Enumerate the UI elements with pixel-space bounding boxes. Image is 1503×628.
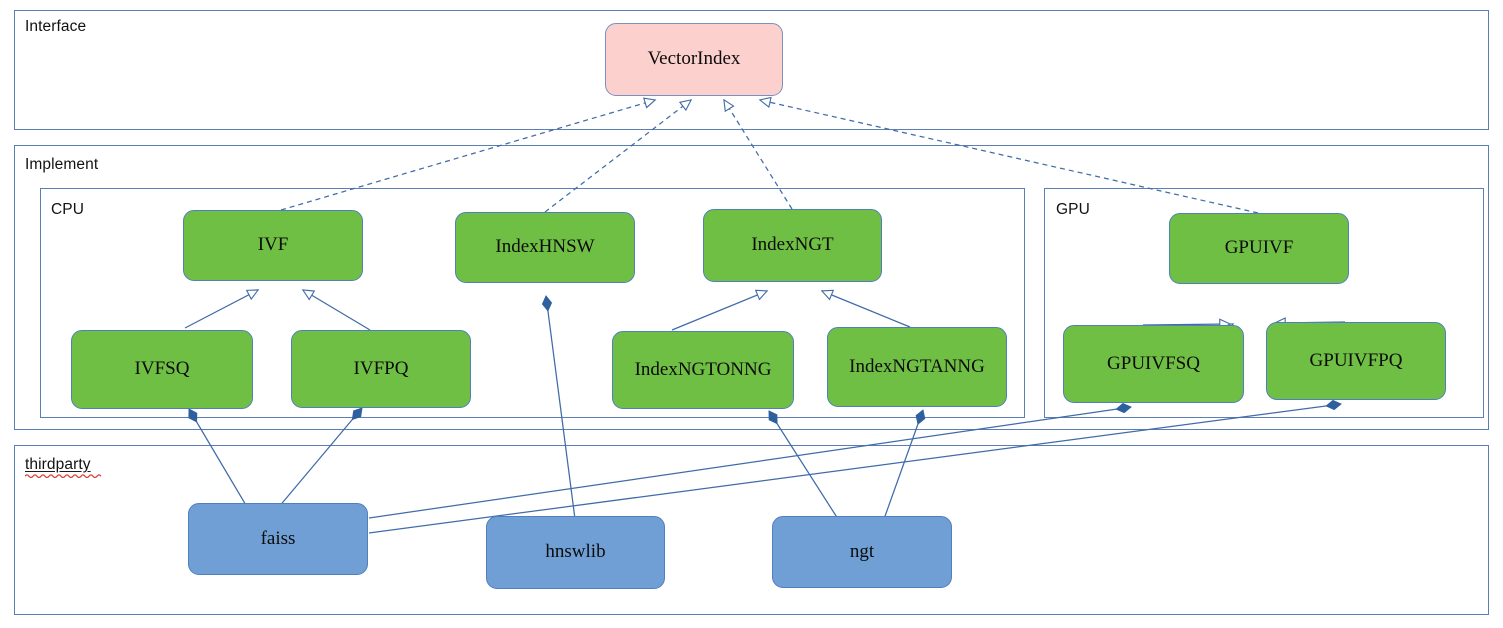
- group-label-thirdparty: thirdparty: [25, 456, 91, 473]
- node-faiss[interactable]: faiss: [188, 503, 368, 575]
- group-label-interface: Interface: [25, 18, 87, 35]
- spellcheck-squiggle-icon: [25, 474, 102, 478]
- group-label-implement: Implement: [25, 156, 99, 173]
- group-label-cpu: CPU: [51, 201, 85, 218]
- node-gpuivfpq[interactable]: GPUIVFPQ: [1266, 322, 1446, 400]
- node-ngt[interactable]: ngt: [772, 516, 952, 588]
- node-indexngtonng[interactable]: IndexNGTONNG: [612, 331, 794, 409]
- node-hnswlib[interactable]: hnswlib: [486, 516, 665, 589]
- node-indexngt[interactable]: IndexNGT: [703, 209, 882, 282]
- group-label-gpu: GPU: [1056, 201, 1090, 218]
- node-ivfpq[interactable]: IVFPQ: [291, 330, 471, 408]
- node-ivfsq[interactable]: IVFSQ: [71, 330, 253, 409]
- node-gpuivf[interactable]: GPUIVF: [1169, 213, 1349, 284]
- node-gpuivfsq[interactable]: GPUIVFSQ: [1063, 325, 1244, 403]
- node-vectorindex[interactable]: VectorIndex: [605, 23, 783, 96]
- node-indexhnsw[interactable]: IndexHNSW: [455, 212, 635, 283]
- node-indexngtanng[interactable]: IndexNGTANNG: [827, 327, 1007, 407]
- node-ivf[interactable]: IVF: [183, 210, 363, 281]
